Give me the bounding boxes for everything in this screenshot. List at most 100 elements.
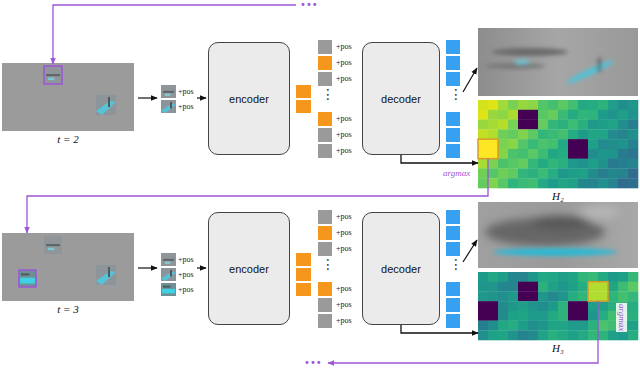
heatmap-cell <box>498 272 508 282</box>
heatmap-cell <box>508 178 518 188</box>
heatmap-cell <box>538 272 548 282</box>
image-patch <box>44 66 62 84</box>
heatmap-cell <box>548 311 558 321</box>
image-panel <box>2 63 134 131</box>
pos-label: +pos <box>336 284 352 294</box>
heatmap-cell <box>548 321 558 331</box>
vertical-ellipsis: ⋮ <box>321 256 335 272</box>
encoder-token <box>296 268 311 281</box>
heatmap-label: H₃ <box>478 342 638 355</box>
heatmap-cell <box>478 100 488 110</box>
heatmap-cell <box>588 291 598 301</box>
heatmap-cell <box>628 139 638 149</box>
heatmap-cell <box>558 311 568 321</box>
heatmap-cell <box>528 178 538 188</box>
heatmap-cell <box>588 168 598 178</box>
heatmap-cell <box>518 100 528 110</box>
heatmap-cell <box>528 282 538 292</box>
pos-label: +pos <box>336 244 352 254</box>
heatmap-cell <box>538 110 548 120</box>
heatmap-cell <box>518 301 528 311</box>
reconstruction-image <box>478 28 638 96</box>
heatmap-cell <box>568 100 578 110</box>
heatmap-cell <box>588 272 598 282</box>
heatmap-cell <box>498 330 508 340</box>
heatmap-cell <box>598 139 608 149</box>
image-patch <box>161 253 176 266</box>
decoder-input-token <box>318 144 332 158</box>
heatmap-cell <box>528 120 538 130</box>
heatmap-cell <box>518 120 528 130</box>
heatmap-cell <box>628 291 638 301</box>
selected-patch-outline <box>44 66 62 84</box>
box-label: decoder <box>381 92 421 106</box>
heatmap-cell <box>538 168 548 178</box>
heatmap-cell <box>548 139 558 149</box>
heatmap-cell <box>568 178 578 188</box>
heatmap-cell <box>528 100 538 110</box>
heatmap-cell <box>518 311 528 321</box>
heatmap-cell <box>598 272 608 282</box>
heatmap-cell <box>488 330 498 340</box>
heatmap-cell <box>588 301 598 311</box>
heatmap-cell <box>488 178 498 188</box>
heatmap-cell <box>488 301 498 311</box>
pos-label: +pos <box>336 146 352 156</box>
heatmap-cell <box>598 291 608 301</box>
argmax-label: argmax <box>616 303 627 332</box>
heatmap-cell <box>568 282 578 292</box>
heatmap-cell <box>558 301 568 311</box>
heatmap-cell <box>508 139 518 149</box>
pos-label: +pos <box>336 58 352 68</box>
heatmap-cell <box>508 272 518 282</box>
patch-ground <box>161 253 176 266</box>
image-panel <box>2 233 134 301</box>
heatmap-cell <box>618 100 628 110</box>
patch-detail <box>165 93 170 96</box>
patch-detail <box>20 278 35 284</box>
heatmap-cell <box>518 149 528 159</box>
heatmap-cell <box>488 272 498 282</box>
heatmap-cell <box>478 110 488 120</box>
decoder-output-token <box>446 226 460 240</box>
heatmap-cell <box>508 311 518 321</box>
heatmap-cell <box>538 129 548 139</box>
heatmap-cell <box>618 120 628 130</box>
heatmap-cell <box>518 178 528 188</box>
heatmap-cell <box>618 129 628 139</box>
heatmap-cell <box>568 120 578 130</box>
heatmap-cell <box>548 272 558 282</box>
decoder-output-token <box>446 282 460 296</box>
heatmap-cell <box>558 149 568 159</box>
encoder-token <box>296 85 311 98</box>
image-patch <box>96 95 116 115</box>
patch-detail <box>163 91 174 93</box>
pos-label: +pos <box>178 102 194 112</box>
heatmap-cell <box>548 100 558 110</box>
heatmap-cell <box>488 110 498 120</box>
heatmap-cell <box>528 330 538 340</box>
heatmap-cell <box>508 100 518 110</box>
continuation-dots: ••• <box>304 357 322 369</box>
heatmap-cell <box>478 272 488 282</box>
heatmap-cell <box>598 159 608 169</box>
patch-detail <box>163 259 174 261</box>
heatmap-cell <box>498 139 508 149</box>
heatmap-cell <box>608 282 618 292</box>
heatmap-cell <box>608 159 618 169</box>
heatmap-cell <box>578 129 588 139</box>
patch-detail <box>108 267 110 277</box>
heatmap-cell <box>578 330 588 340</box>
encoder-token <box>296 283 311 296</box>
heatmap-cell <box>568 291 578 301</box>
patch-ground <box>161 100 176 113</box>
heatmap-cell <box>578 168 588 178</box>
heatmap-cell <box>548 149 558 159</box>
heatmap-cell <box>628 120 638 130</box>
heatmap-cell <box>548 120 558 130</box>
decoder-input-token <box>318 72 332 86</box>
heatmap: H₂ <box>478 100 638 188</box>
heatmap-cell <box>478 301 488 311</box>
heatmap-cell <box>498 321 508 331</box>
heatmap-cell <box>498 178 508 188</box>
